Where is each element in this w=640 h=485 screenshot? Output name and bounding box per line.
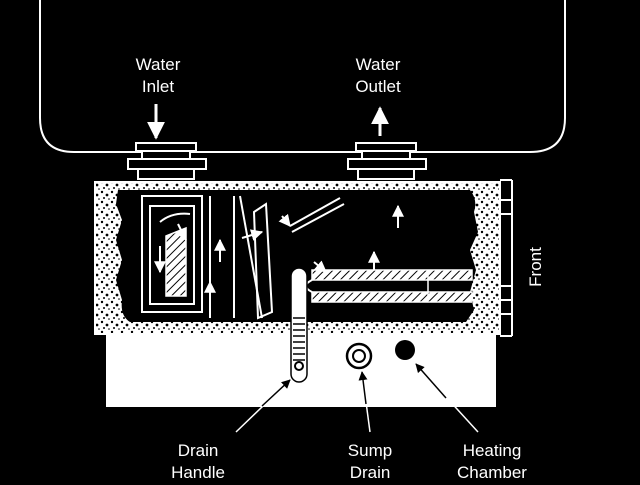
drain-handle[interactable] [290, 267, 308, 383]
flow-arrow-diagonal [241, 229, 264, 241]
sink-basin-outline [39, 0, 566, 153]
heating-chamber-label: Heating Chamber [457, 441, 527, 482]
sump-drain-label: Sump Drain [347, 441, 393, 482]
water-inlet-label: Water Inlet [135, 55, 181, 96]
left-compartment [141, 195, 203, 313]
inlet-fitting [127, 142, 207, 180]
heating-element [305, 260, 473, 303]
water-outlet-label: Water Outlet [355, 55, 401, 96]
outlet-fitting [347, 142, 427, 180]
front-bracket [500, 179, 513, 337]
outlet-tube [278, 197, 345, 233]
heating-chamber-plug[interactable] [395, 340, 415, 360]
front-label: Front [526, 247, 545, 287]
drain-handle-label: Drain Handle [171, 441, 225, 482]
sump-drain[interactable] [345, 342, 373, 370]
